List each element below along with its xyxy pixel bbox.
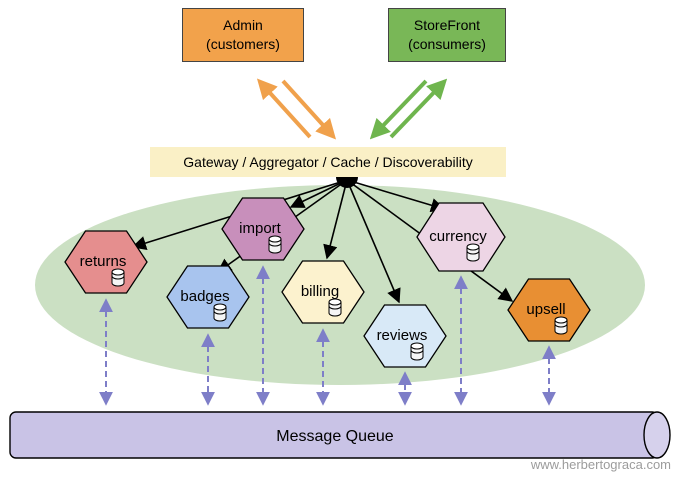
gateway-to-storefront-arrow — [389, 78, 448, 139]
message-queue-label: Message Queue — [276, 428, 394, 445]
service-currency-label: currency — [429, 228, 487, 245]
database-icon — [213, 303, 227, 322]
service-returns-hexagon — [64, 230, 148, 294]
message-queue: Message Queue — [9, 411, 671, 459]
service-returns: returns — [64, 230, 148, 294]
service-upsell: upsell — [507, 278, 591, 342]
service-billing: billing — [281, 260, 365, 324]
database-icon — [466, 243, 480, 262]
service-billing-label: billing — [301, 283, 339, 300]
service-import: import — [221, 197, 305, 261]
database-icon — [410, 342, 424, 361]
gateway-label: Gateway / Aggregator / Cache / Discovera… — [183, 154, 473, 170]
storefront-to-gateway-arrow — [369, 79, 428, 140]
storefront-client-sublabel: (consumers) — [408, 36, 486, 52]
service-reviews: reviews — [363, 304, 447, 368]
arrow-gateway-to-reviews — [346, 179, 401, 304]
service-badges-label: badges — [180, 288, 229, 305]
storefront-client-box: StoreFront (consumers) — [388, 8, 506, 62]
gateway-to-admin-arrow — [256, 78, 312, 139]
arrow-gateway-to-import — [289, 179, 348, 208]
database-icon — [111, 268, 125, 287]
service-returns-label: returns — [80, 253, 127, 270]
admin-client-sublabel: (customers) — [206, 36, 280, 52]
service-billing-hexagon — [281, 260, 365, 324]
service-reviews-hexagon — [363, 304, 447, 368]
admin-to-gateway-arrow — [281, 79, 337, 140]
database-icon — [268, 235, 282, 254]
arrow-gateway-to-billing — [323, 179, 348, 260]
service-import-hexagon — [221, 197, 305, 261]
service-badges-hexagon — [166, 265, 250, 329]
database-icon — [328, 298, 342, 317]
admin-client-box: Admin (customers) — [182, 8, 304, 62]
gateway-fanout-hub — [336, 177, 358, 188]
arrow-gateway-to-currency — [346, 179, 446, 213]
service-upsell-hexagon — [507, 278, 591, 342]
watermark: www.herbertograca.com — [530, 457, 671, 472]
gateway-bar: Gateway / Aggregator / Cache / Discovera… — [150, 147, 506, 177]
service-import-label: import — [239, 220, 282, 237]
admin-client-label: Admin — [223, 17, 263, 34]
service-badges: badges — [166, 265, 250, 329]
service-upsell-label: upsell — [526, 301, 565, 318]
service-currency-hexagon — [416, 202, 506, 272]
database-icon — [554, 316, 568, 335]
service-currency: currency — [416, 202, 506, 272]
message-queue-end-cap — [643, 411, 671, 459]
service-reviews-label: reviews — [377, 327, 428, 344]
storefront-client-label: StoreFront — [413, 17, 481, 34]
